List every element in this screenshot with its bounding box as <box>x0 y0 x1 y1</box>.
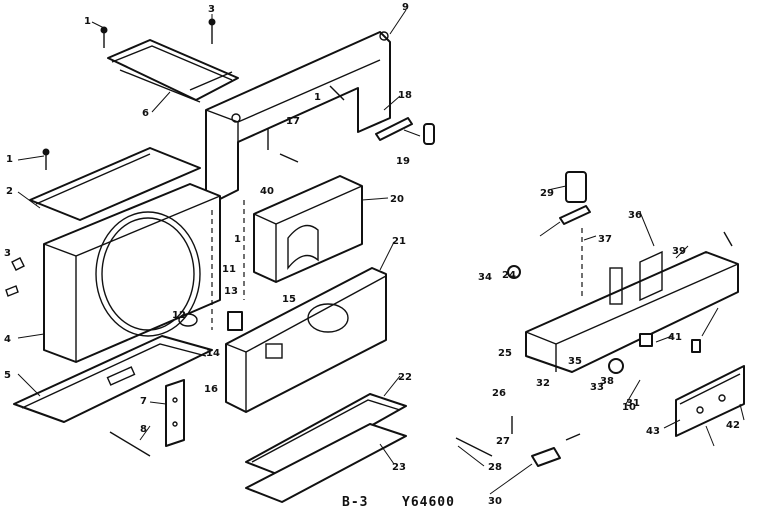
callout-30: 30 <box>488 496 502 507</box>
callout-18: 18 <box>398 90 412 101</box>
callout-19: 19 <box>396 156 410 167</box>
callout-5: 5 <box>4 370 11 381</box>
callout-15: 15 <box>282 294 296 305</box>
callout-33: 33 <box>590 382 604 393</box>
callout-20: 20 <box>390 194 404 205</box>
fan-housing <box>43 183 221 363</box>
knob-part <box>507 265 521 279</box>
callout-35: 35 <box>568 356 582 367</box>
screw-part <box>100 18 216 48</box>
blower-housing <box>253 175 363 283</box>
vertical-rods <box>211 200 245 330</box>
callout-3: 3 <box>4 248 11 259</box>
callout-29: 29 <box>540 188 554 199</box>
mounting-clip <box>5 257 25 297</box>
callout-39: 39 <box>672 246 686 257</box>
caption-code: Y64600 <box>402 495 455 510</box>
callout-41: 41 <box>668 332 682 343</box>
callout-21: 21 <box>392 236 406 247</box>
callout-7: 7 <box>140 396 147 407</box>
callout-40: 40 <box>260 186 274 197</box>
callout-14: 14 <box>206 348 220 359</box>
callout-42: 42 <box>726 420 740 431</box>
callout-22: 22 <box>398 372 412 383</box>
callout-31: 31 <box>626 398 640 409</box>
callout-11: 11 <box>222 264 236 275</box>
callout-labels: 1 1 1 1 2 3 3 4 5 6 7 8 9 10 11 12 13 14… <box>4 2 740 507</box>
callout-12: 12 <box>172 310 186 321</box>
drain-pan-lower <box>245 423 407 503</box>
callout-38: 38 <box>600 376 614 387</box>
small-part <box>608 333 701 374</box>
bracket-part <box>165 379 185 447</box>
partition-panel <box>225 267 387 413</box>
callout-1: 1 <box>234 234 241 245</box>
screw-part <box>42 148 50 170</box>
callout-36: 36 <box>628 210 642 221</box>
motor-part <box>178 311 243 331</box>
top-cover-plate <box>107 39 239 103</box>
callout-43: 43 <box>646 426 660 437</box>
drain-pan-upper <box>245 393 407 477</box>
upper-cabinet-panel <box>205 31 391 207</box>
callout-27: 27 <box>496 436 510 447</box>
strip-part <box>375 117 435 145</box>
leader-lines <box>17 9 745 495</box>
callout-8: 8 <box>140 424 147 435</box>
slide-rod <box>109 431 151 457</box>
callout-16: 16 <box>204 384 218 395</box>
callout-17: 17 <box>286 116 300 127</box>
callout-32: 32 <box>536 378 550 389</box>
callout-4: 4 <box>4 334 11 345</box>
callout-6: 6 <box>142 108 149 119</box>
callout-1: 1 <box>314 92 321 103</box>
diagram-caption: B-3 Y64600 <box>342 495 455 510</box>
callout-24: 24 <box>502 270 516 281</box>
control-panel <box>675 365 745 437</box>
callout-9: 9 <box>402 2 409 13</box>
callout-37: 37 <box>598 234 612 245</box>
callout-2: 2 <box>6 186 13 197</box>
caption-page: B-3 <box>342 495 368 510</box>
base-rail <box>13 335 213 423</box>
fan-shroud-top <box>29 147 201 221</box>
screw-part <box>267 85 733 247</box>
callout-23: 23 <box>392 462 406 473</box>
control-box-base <box>525 250 739 373</box>
callout-13: 13 <box>224 286 238 297</box>
fastener-part <box>455 416 581 467</box>
callout-34: 34 <box>478 272 492 283</box>
callout-1: 1 <box>6 154 13 165</box>
callout-1: 1 <box>84 16 91 27</box>
callout-3: 3 <box>208 4 215 15</box>
callout-10: 10 <box>622 402 636 413</box>
callout-26: 26 <box>492 388 506 399</box>
callout-28: 28 <box>488 462 502 473</box>
switch-part <box>559 171 591 225</box>
callout-25: 25 <box>498 348 512 359</box>
